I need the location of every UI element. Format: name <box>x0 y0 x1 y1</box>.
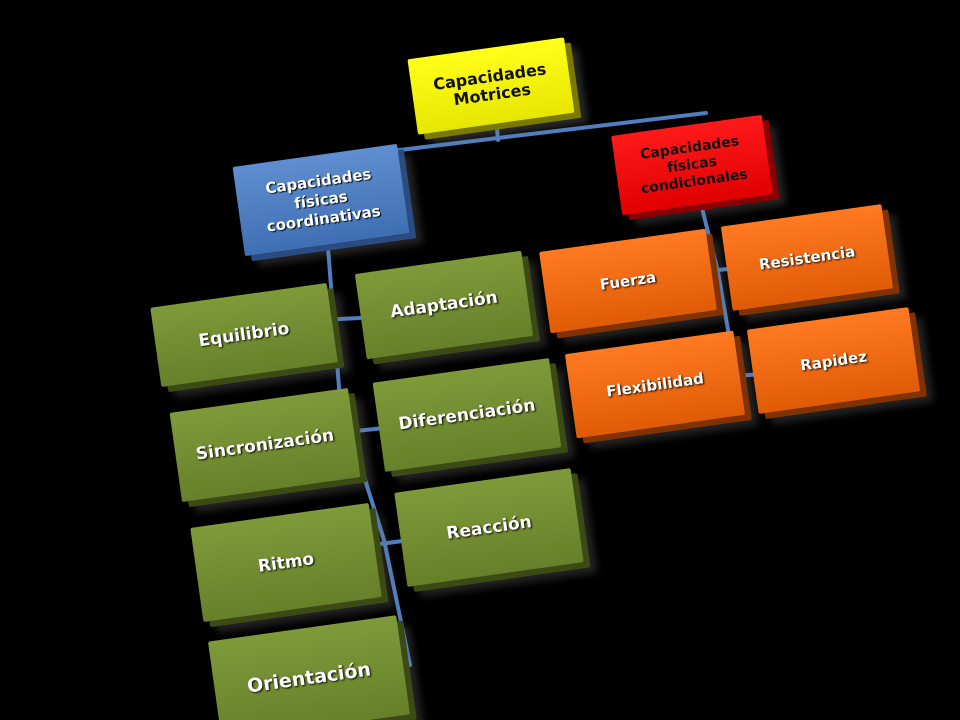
orientacion-label: Orientación <box>245 658 373 698</box>
resistencia-label: Resistencia <box>757 241 857 274</box>
adaptacion-label: Adaptación <box>388 287 499 323</box>
fuerza-label: Fuerza <box>598 268 658 294</box>
reaccion-label: Reacción <box>445 511 533 544</box>
diferenciacion-label: Diferenciación <box>397 395 537 435</box>
rapidez-label: Rapidez <box>798 346 869 375</box>
sincronizacion-label: Sincronización <box>194 425 336 465</box>
ritmo-label: Ritmo <box>256 548 316 577</box>
equilibrio-label: Equilibrio <box>197 318 291 352</box>
flexibilidad-label: Flexibilidad <box>605 368 705 401</box>
